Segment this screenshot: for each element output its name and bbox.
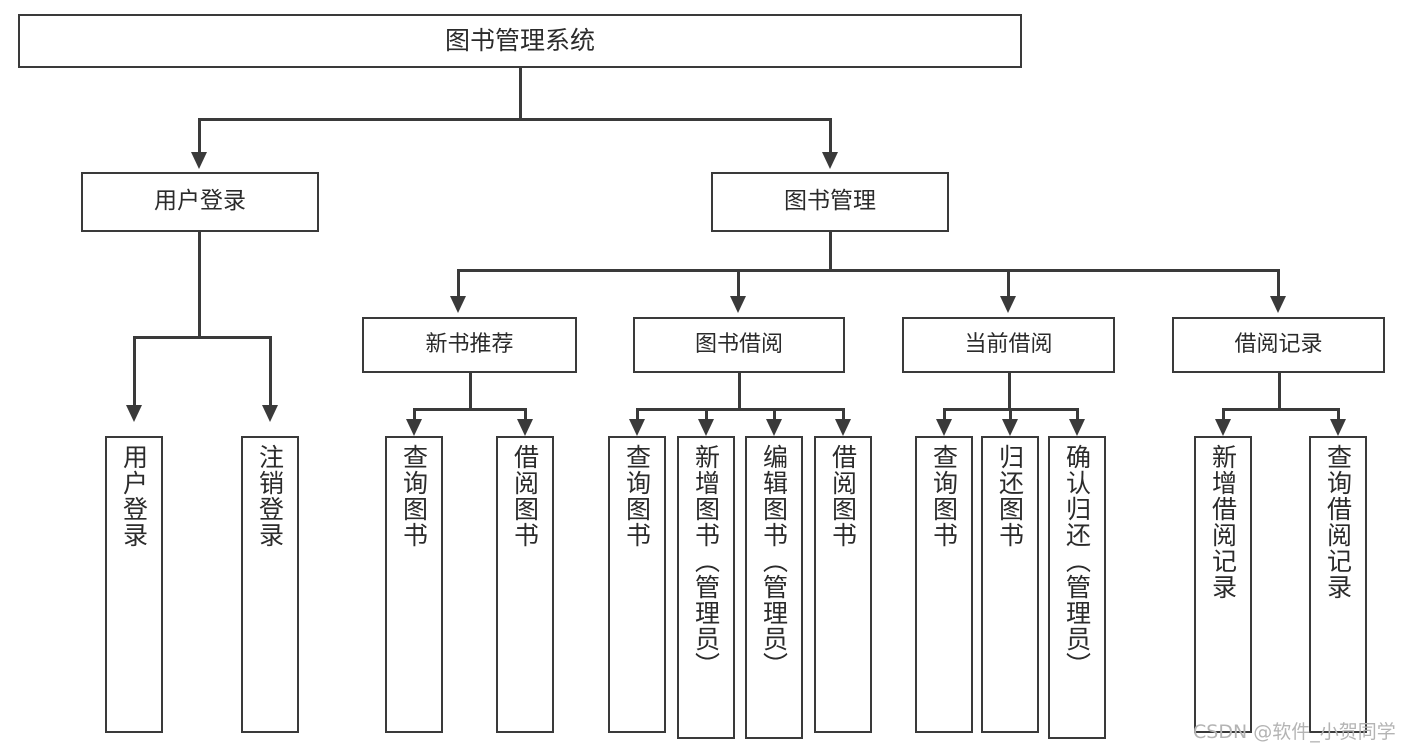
node-leaf-confirm-return-admin[interactable]: 确认归还（管理员） [1048,436,1106,739]
node-leaf-add-borrow-record-label: 新增借阅记录 [1208,444,1238,600]
connector-new-book-trunk [469,373,472,411]
connector-current-borrow-child-2 [1009,408,1012,422]
node-root-system-label: 图书管理系统 [444,26,595,56]
node-leaf-query-borrow-record-label: 查询借阅记录 [1323,444,1353,600]
connector-new-book-child-1 [413,408,416,422]
connector-root-to-book-manage [829,118,832,154]
node-leaf-logout[interactable]: 注销登录 [241,436,299,733]
connector-new-book-child-2 [524,408,527,422]
connector-book-borrow-bus [636,408,844,411]
node-leaf-return-book-label: 归还图书 [995,444,1025,548]
connector-book-manage-bus [457,269,1280,272]
node-current-borrow[interactable]: 当前借阅 [902,317,1115,373]
connector-current-borrow-trunk [1008,373,1011,411]
node-leaf-query-borrow-record[interactable]: 查询借阅记录 [1309,436,1367,733]
node-leaf-confirm-return-admin-label: 确认归还（管理员） [1062,444,1092,678]
node-leaf-borrow-book[interactable]: 借阅图书 [814,436,872,733]
arrow-book-manage-child-4 [1270,296,1286,313]
arrow-book-borrow-child-1 [629,419,645,436]
arrow-borrow-record-child-2 [1330,419,1346,436]
node-leaf-edit-book-admin[interactable]: 编辑图书（管理员） [745,436,803,739]
connector-borrow-record-child-2 [1337,408,1340,422]
node-leaf-recommend-query-book[interactable]: 查询图书 [385,436,443,733]
arrow-new-book-child-1 [406,419,422,436]
node-book-manage[interactable]: 图书管理 [711,172,949,232]
node-leaf-user-login-label: 用户登录 [119,444,149,548]
arrow-book-borrow-child-2 [698,419,714,436]
node-leaf-borrow-query-book-label: 查询图书 [622,444,652,548]
node-leaf-user-login[interactable]: 用户登录 [105,436,163,733]
connector-book-borrow-child-2 [705,408,708,422]
node-leaf-recommend-borrow-book[interactable]: 借阅图书 [496,436,554,733]
arrow-book-borrow-child-4 [835,419,851,436]
arrow-user-login-child-1 [126,405,142,422]
connector-book-manage-child-4 [1277,269,1280,297]
node-leaf-add-book-admin-label: 新增图书（管理员） [691,444,721,678]
connector-user-login-trunk [198,232,201,338]
node-book-manage-label: 图书管理 [784,188,876,215]
node-user-login[interactable]: 用户登录 [81,172,319,232]
connector-book-borrow-child-3 [773,408,776,422]
connector-root-bus [198,118,832,121]
connector-book-manage-child-1 [457,269,460,297]
connector-root-to-user-login [198,118,201,154]
arrow-book-borrow-child-3 [766,419,782,436]
arrow-current-borrow-child-1 [936,419,952,436]
node-leaf-current-query-book-label: 查询图书 [929,444,959,548]
connector-book-manage-child-2 [737,269,740,297]
connector-book-borrow-child-1 [636,408,639,422]
connector-borrow-record-child-1 [1222,408,1225,422]
node-borrow-record-label: 借阅记录 [1234,332,1323,358]
connector-book-manage-trunk [829,232,832,272]
node-leaf-logout-label: 注销登录 [255,444,285,548]
connector-new-book-bus [413,408,527,411]
node-leaf-recommend-borrow-book-label: 借阅图书 [510,444,540,548]
node-leaf-add-book-admin[interactable]: 新增图书（管理员） [677,436,735,739]
node-current-borrow-label: 当前借阅 [964,332,1053,358]
arrow-book-manage-child-3 [1000,296,1016,313]
arrow-current-borrow-child-2 [1002,419,1018,436]
node-leaf-recommend-query-book-label: 查询图书 [399,444,429,548]
node-leaf-return-book[interactable]: 归还图书 [981,436,1039,733]
connector-root-trunk [519,68,522,120]
connector-book-borrow-trunk [738,373,741,411]
connector-current-borrow-child-1 [943,408,946,422]
node-book-borrow[interactable]: 图书借阅 [633,317,845,373]
node-new-book-recommend[interactable]: 新书推荐 [362,317,577,373]
connector-book-manage-child-3 [1007,269,1010,297]
node-leaf-borrow-query-book[interactable]: 查询图书 [608,436,666,733]
arrow-borrow-record-child-1 [1215,419,1231,436]
arrow-root-to-user-login [191,152,207,169]
arrow-root-to-book-manage [822,152,838,169]
arrow-book-manage-child-1 [450,296,466,313]
arrow-user-login-child-2 [262,405,278,422]
arrow-new-book-child-2 [517,419,533,436]
node-user-login-label: 用户登录 [154,188,246,215]
node-book-borrow-label: 图书借阅 [694,332,783,358]
connector-borrow-record-trunk [1278,373,1281,411]
node-leaf-edit-book-admin-label: 编辑图书（管理员） [759,444,789,678]
arrow-current-borrow-child-3 [1069,419,1085,436]
arrow-book-manage-child-2 [730,296,746,313]
node-leaf-add-borrow-record[interactable]: 新增借阅记录 [1194,436,1252,733]
connector-user-login-child-2 [269,336,272,408]
node-root-system[interactable]: 图书管理系统 [18,14,1022,68]
connector-user-login-child-1 [133,336,136,408]
node-borrow-record[interactable]: 借阅记录 [1172,317,1385,373]
connector-borrow-record-bus [1222,408,1340,411]
connector-user-login-bus [133,336,271,339]
connector-book-borrow-child-4 [842,408,845,422]
node-new-book-recommend-label: 新书推荐 [425,332,514,358]
connector-current-borrow-child-3 [1076,408,1079,422]
node-leaf-current-query-book[interactable]: 查询图书 [915,436,973,733]
node-leaf-borrow-book-label: 借阅图书 [828,444,858,548]
